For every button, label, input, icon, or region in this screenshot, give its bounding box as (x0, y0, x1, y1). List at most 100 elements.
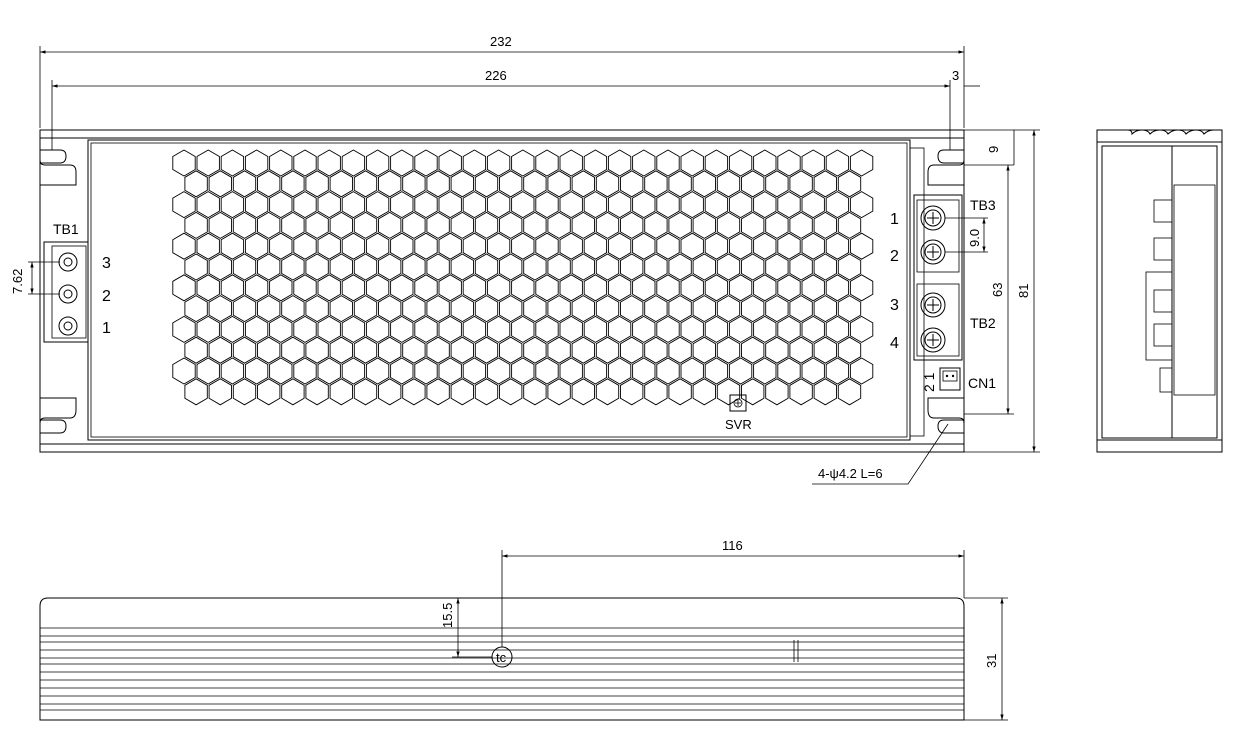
vent-hex (317, 191, 341, 219)
vent-hex (620, 253, 644, 281)
vent-hex (486, 274, 511, 302)
vent-hex (450, 295, 474, 323)
vent-hex (196, 232, 220, 260)
vent-hex (837, 170, 862, 198)
vent-hex (728, 149, 753, 177)
vent-hex (777, 191, 801, 219)
vent-hex (474, 378, 499, 406)
vent-hex (813, 253, 837, 281)
vent-hex (414, 274, 438, 302)
vent-hex (559, 232, 583, 260)
vent-hex (257, 170, 281, 198)
ventilation-honeycomb (172, 149, 874, 406)
vent-hex (172, 149, 196, 177)
vent-hex (329, 378, 353, 406)
tb2-terminal-3 (920, 292, 946, 318)
vent-hex (486, 232, 511, 260)
vent-hex (704, 357, 729, 385)
vent-hex (583, 149, 608, 177)
vent-hex (741, 211, 765, 239)
vent-hex (244, 191, 269, 219)
vent-hex (837, 211, 862, 239)
vent-hex (765, 336, 789, 364)
vent-hex (172, 274, 196, 302)
vent-hex (825, 149, 850, 177)
vent-hex (281, 170, 305, 198)
vent-hex (656, 315, 680, 343)
vent-hex (583, 191, 608, 219)
vent-hex (281, 378, 305, 406)
vent-hex (777, 149, 801, 177)
vent-hex (668, 378, 692, 406)
vent-hex (849, 232, 874, 260)
vent-hex (547, 170, 571, 198)
vent-hex (547, 211, 571, 239)
vent-hex (607, 315, 632, 343)
vent-hex (244, 315, 269, 343)
vent-hex (293, 315, 317, 343)
vent-hex (571, 170, 595, 198)
vent-hex (402, 170, 426, 198)
vent-hex (172, 232, 196, 260)
vent-hex (269, 357, 293, 385)
vent-hex (607, 191, 632, 219)
vent-hex (753, 315, 777, 343)
tb2-terminal-4 (920, 327, 946, 353)
vent-hex (680, 357, 704, 385)
cn1-pins: 2 1 (921, 372, 937, 392)
vent-hex (535, 149, 559, 177)
vent-hex (196, 274, 220, 302)
vent-hex (741, 253, 765, 281)
vent-hex (438, 357, 462, 385)
vent-hex (474, 253, 499, 281)
vent-hex (620, 378, 644, 406)
vent-hex (523, 170, 547, 198)
vent-hex (402, 253, 426, 281)
vent-hex (753, 191, 777, 219)
vent-hex (825, 357, 850, 385)
vent-hex (317, 149, 341, 177)
vent-hex (353, 170, 378, 198)
vent-hex (837, 253, 862, 281)
mount-holes-note: 4-ψ4.2 L=6 (818, 466, 883, 481)
vent-hex (353, 336, 378, 364)
vent-hex (462, 191, 487, 219)
vent-hex (244, 274, 269, 302)
vent-hex (716, 378, 741, 406)
vent-hex (692, 336, 716, 364)
vent-hex (329, 295, 353, 323)
vent-hex (849, 315, 874, 343)
vent-hex (305, 170, 329, 198)
vent-hex (813, 295, 837, 323)
vent-hex (281, 336, 305, 364)
vent-hex (849, 357, 874, 385)
dim-height: 31 (984, 654, 999, 668)
vent-hex (511, 232, 535, 260)
vent-hex (462, 232, 487, 260)
vent-hex (378, 211, 402, 239)
vent-hex (741, 295, 765, 323)
tb1-terminal-2 (58, 284, 78, 304)
vent-hex (269, 232, 293, 260)
vent-hex (462, 149, 487, 177)
vent-hex (184, 378, 208, 406)
vent-hex (607, 149, 632, 177)
vent-hex (293, 274, 317, 302)
vent-hex (474, 295, 499, 323)
vent-hex (741, 336, 765, 364)
vent-hex (390, 357, 414, 385)
vent-hex (341, 274, 366, 302)
vent-hex (365, 274, 390, 302)
vent-hex (390, 149, 414, 177)
vent-hex (438, 191, 462, 219)
vent-hex (656, 357, 680, 385)
vent-hex (607, 274, 632, 302)
vent-hex (378, 295, 402, 323)
vent-hex (450, 336, 474, 364)
vent-hex (559, 315, 583, 343)
vent-hex (281, 253, 305, 281)
vent-hex (317, 357, 341, 385)
vent-hex (595, 295, 620, 323)
vent-hex (353, 211, 378, 239)
vent-hex (269, 149, 293, 177)
